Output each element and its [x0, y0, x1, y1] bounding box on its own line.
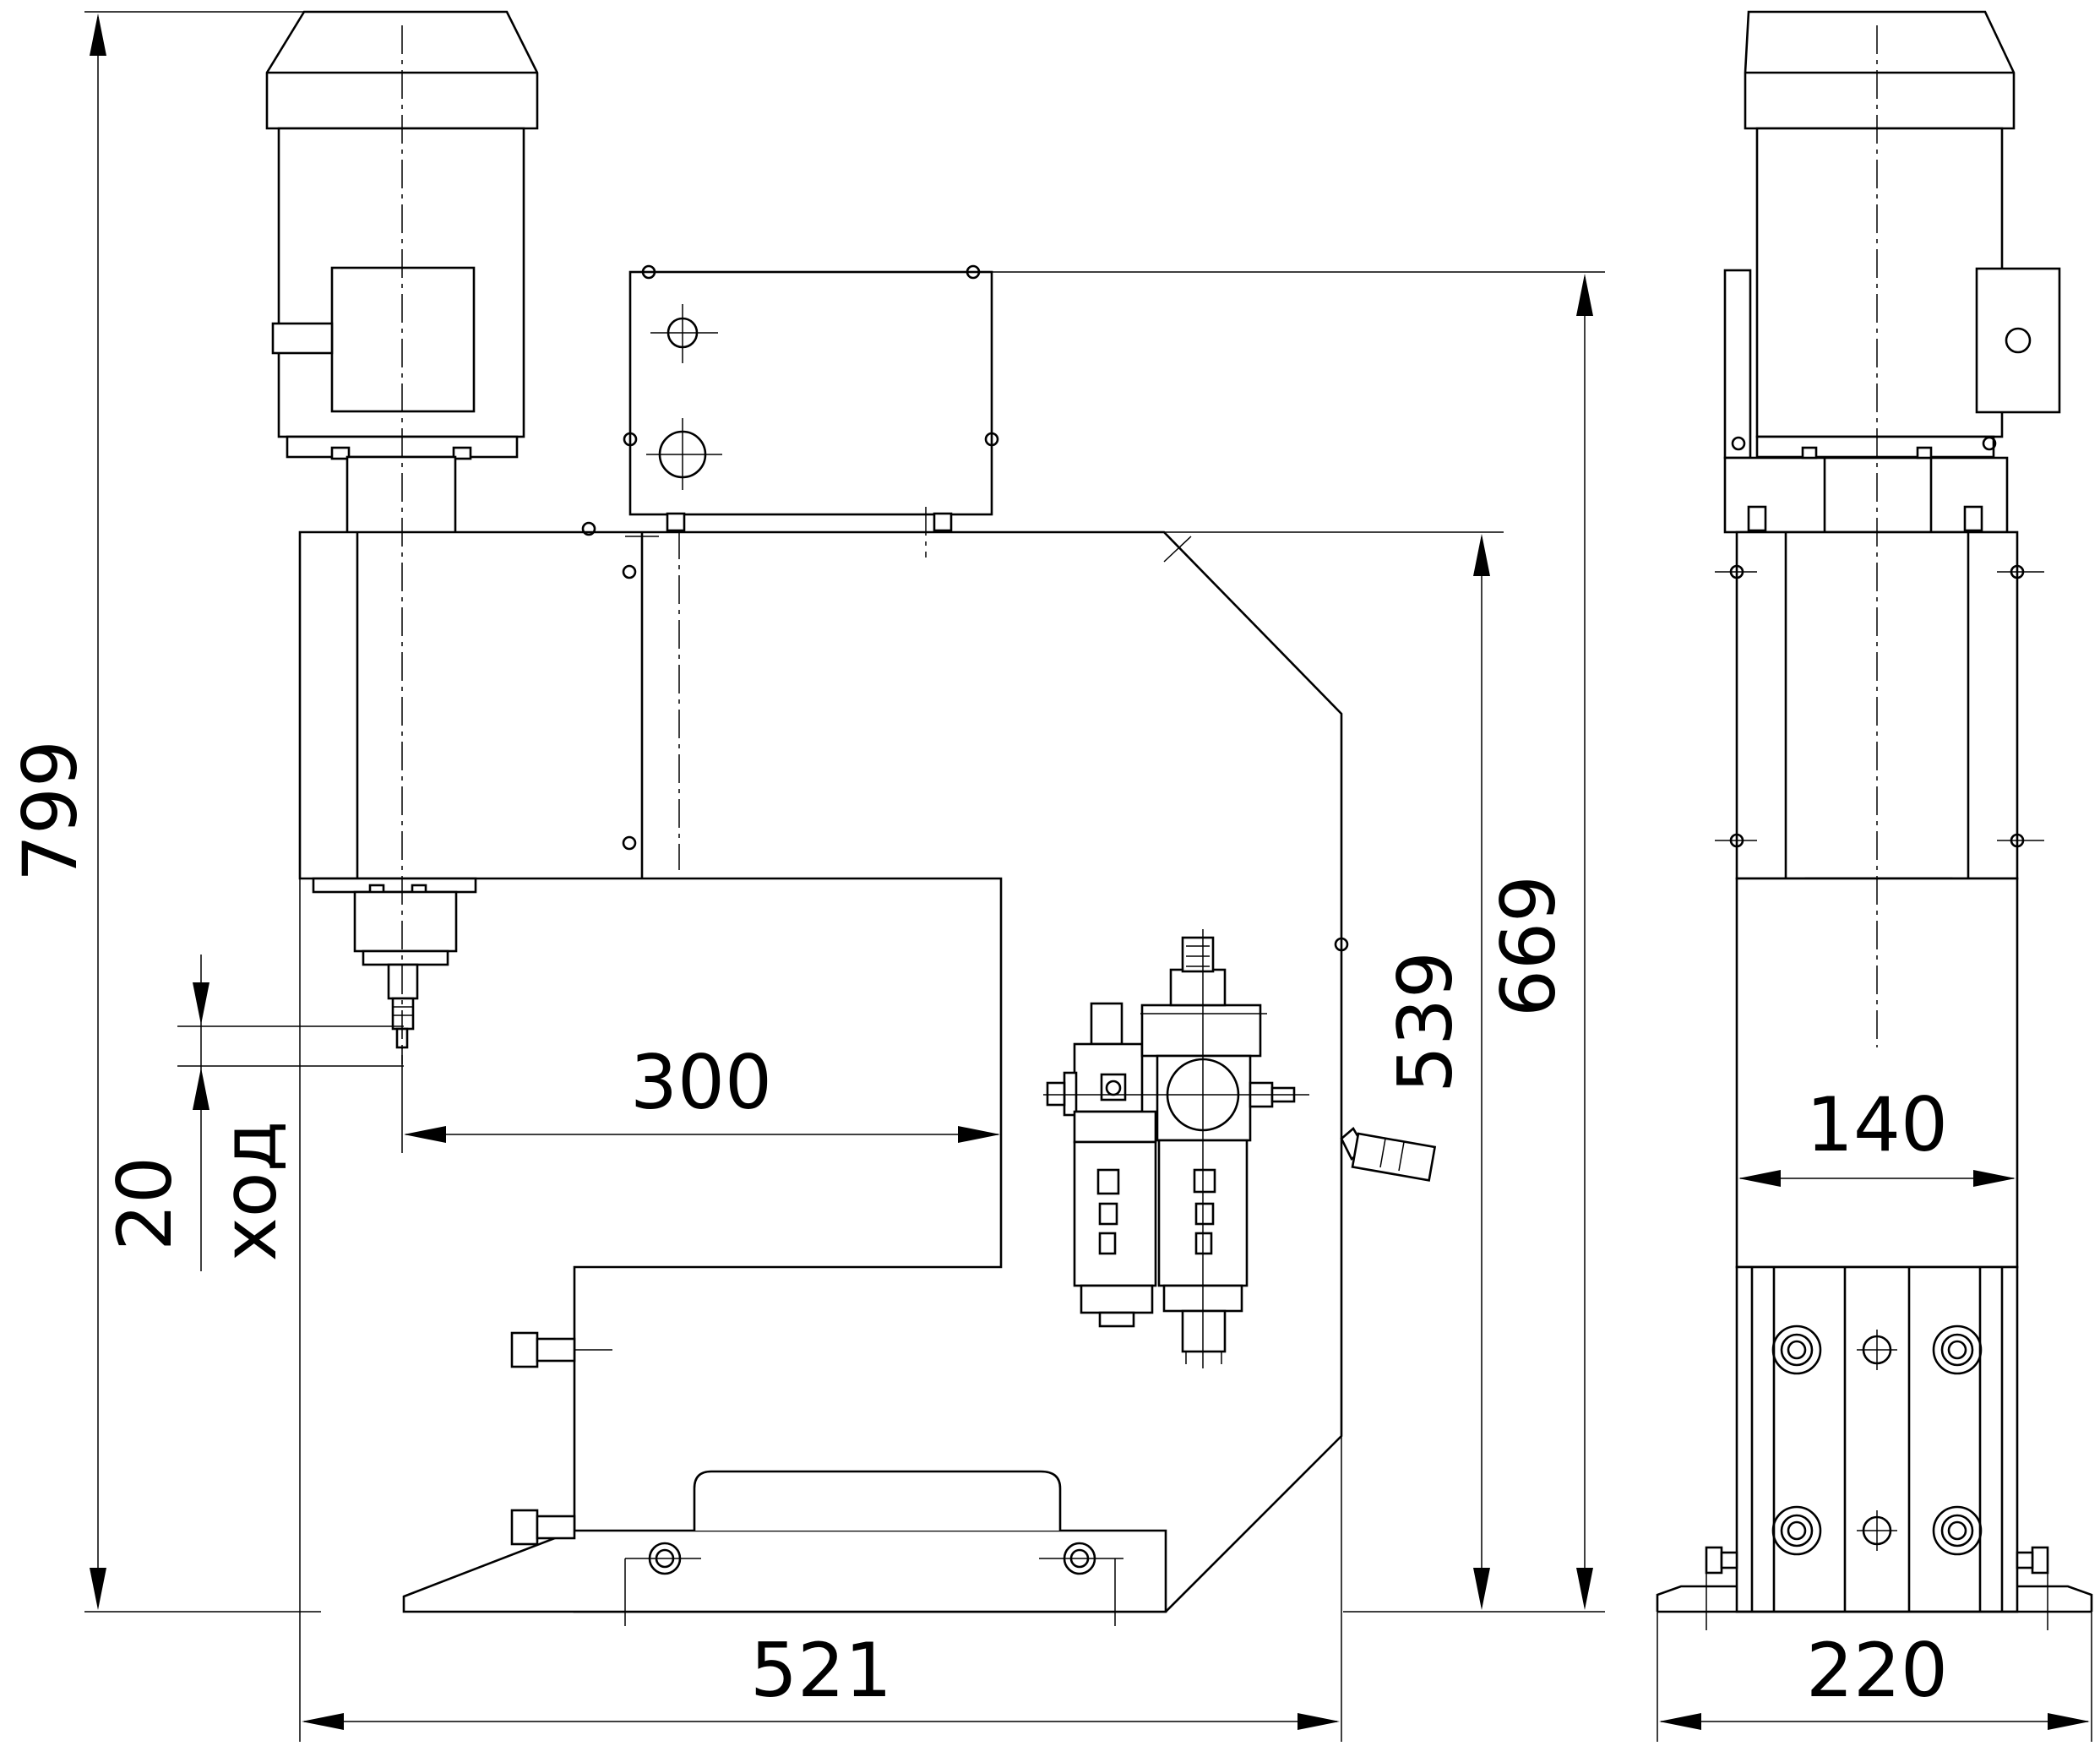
dim-base-width: [1657, 1612, 2092, 1742]
dim-text-20: 20: [101, 1156, 188, 1251]
dim-ram-width: [1738, 1170, 2016, 1187]
side-adapter: [1723, 446, 2009, 534]
motor: [265, 10, 539, 535]
dim-throat-depth: [401, 1047, 1000, 1153]
dim-text-stroke-label: ход: [206, 1121, 293, 1262]
air-connector: [1340, 1126, 1437, 1182]
dim-text-799: 799: [7, 740, 94, 882]
ram-head: [312, 877, 477, 1049]
air-filter-regulator: [1043, 929, 1309, 1368]
dim-overall-height: [84, 11, 321, 1613]
side-upper-housing: [1715, 530, 2044, 880]
dim-frame-height: [992, 271, 1605, 1613]
dim-front-width: [299, 878, 1342, 1742]
dim-text-669: 669: [1485, 875, 1572, 1017]
dim-text-539: 539: [1382, 951, 1469, 1093]
dim-text-521: 521: [750, 1627, 892, 1714]
dim-text-300: 300: [630, 1039, 772, 1126]
base-plate: [402, 1470, 1167, 1626]
side-motor: [1723, 10, 2061, 460]
dim-text-220: 220: [1806, 1627, 1948, 1714]
side-column: [1735, 877, 2019, 1613]
dim-work-height: [1164, 531, 1504, 1610]
dim-text-140: 140: [1806, 1081, 1948, 1168]
side-view: 140 220: [1656, 10, 2093, 1742]
control-box: [623, 264, 999, 532]
dim-stroke: [177, 955, 404, 1271]
side-base: [1656, 1546, 2093, 1630]
front-view: 799 521 300 669: [7, 10, 1605, 1742]
frame-bolts: [510, 1331, 612, 1546]
